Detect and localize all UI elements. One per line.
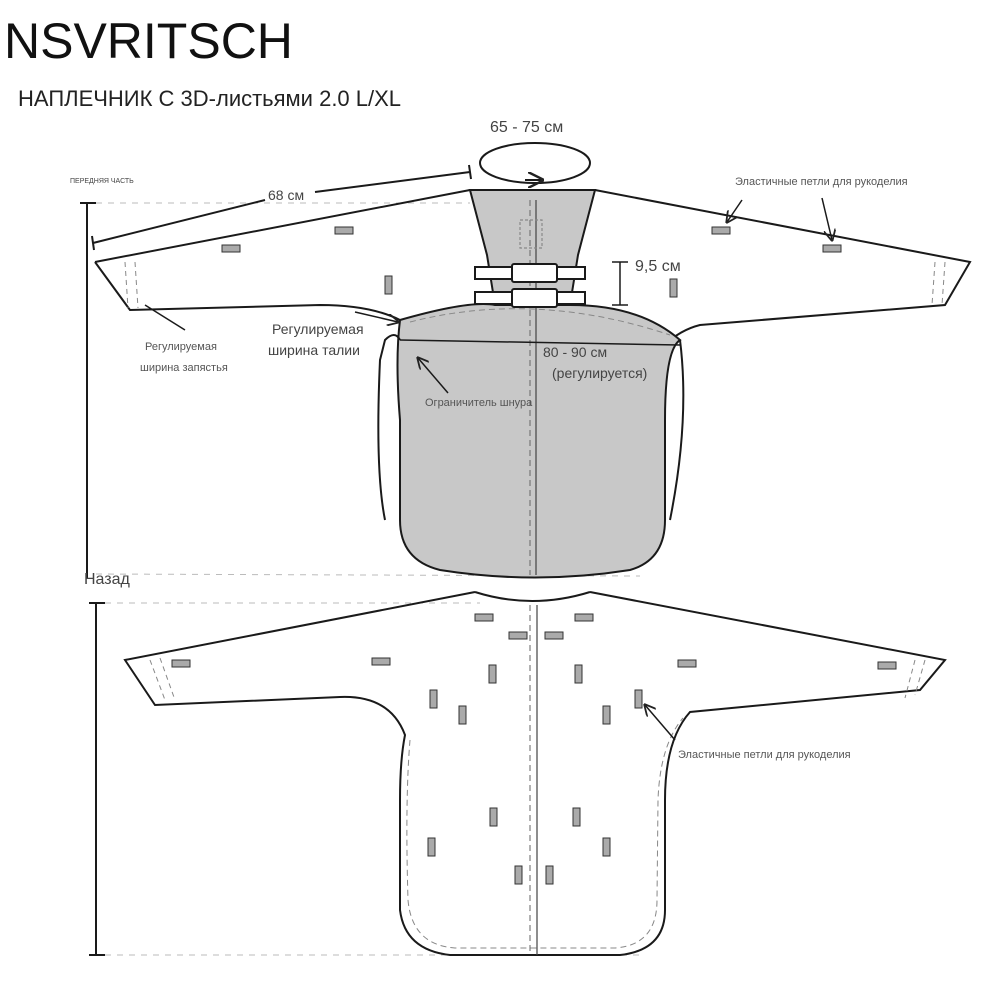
neck-measure: 65 - 75 см xyxy=(490,119,564,136)
sleeve-length: 68 см xyxy=(268,187,305,203)
front-section-label: ПЕРЕДНЯЯ ЧАСТЬ xyxy=(70,178,134,185)
front-height-bar xyxy=(80,202,641,578)
wrist-label-2: ширина запястья xyxy=(140,362,228,374)
back-garment xyxy=(123,591,947,956)
front-elastic-loops xyxy=(221,226,842,298)
front-elastic-loops-label: Эластичные петли для рукоделия xyxy=(735,176,908,188)
cord-stopper-label: Ограничитель шнура xyxy=(425,397,533,409)
front-leader-lines xyxy=(144,197,832,394)
strap-gap: 9,5 см xyxy=(635,258,681,275)
wrist-label-1: Регулируемая xyxy=(145,341,217,353)
neck-circumference-icon xyxy=(479,142,591,183)
product-title: НАПЛЕЧНИК С 3D-листьями 2.0 L/XL xyxy=(18,86,402,111)
waist-label-2: ширина талии xyxy=(268,342,360,358)
waist-note: (регулируется) xyxy=(552,365,648,381)
back-leader-line xyxy=(645,705,676,741)
waist-label-1: Регулируемая xyxy=(272,321,364,337)
waist-measure: 80 - 90 см xyxy=(543,344,608,360)
sleeve-length-dimension xyxy=(91,164,472,251)
back-section-label: Назад xyxy=(84,571,130,588)
brand-logo: NSVRITSCH xyxy=(4,13,293,69)
back-elastic-loops xyxy=(171,613,897,885)
back-elastic-loops-label: Эластичные петли для рукоделия xyxy=(678,749,851,761)
back-height-bar xyxy=(89,602,640,956)
